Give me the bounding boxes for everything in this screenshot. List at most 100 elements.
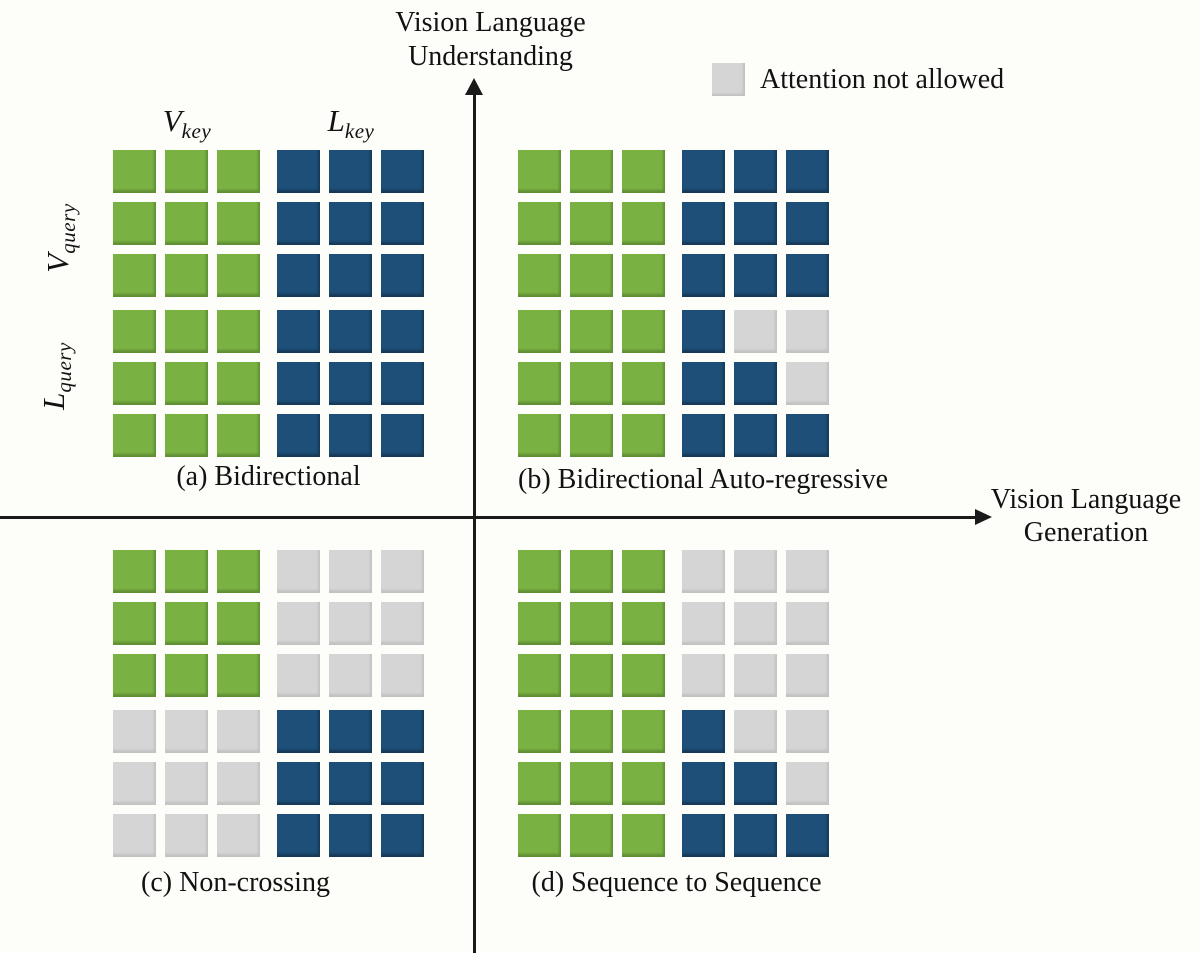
attention-cell-language bbox=[277, 710, 320, 753]
attention-cell-language bbox=[786, 150, 829, 193]
attention-cell-vision bbox=[217, 202, 260, 245]
attention-cell-vision bbox=[113, 550, 156, 593]
attention-cell-vision bbox=[622, 150, 665, 193]
grid-row bbox=[113, 814, 424, 857]
attention-cell-blocked bbox=[682, 550, 725, 593]
attention-cell-blocked bbox=[113, 762, 156, 805]
attention-cell-language bbox=[682, 414, 725, 457]
grid-row bbox=[518, 814, 829, 857]
attention-cell-blocked bbox=[277, 602, 320, 645]
grid-row bbox=[518, 362, 829, 405]
attention-cell-vision bbox=[570, 762, 613, 805]
attention-cell-blocked bbox=[113, 814, 156, 857]
horizontal-axis-label: Vision Language Generation bbox=[986, 483, 1186, 549]
grid-row bbox=[518, 310, 829, 353]
attention-cell-blocked bbox=[786, 602, 829, 645]
l-query-label: Lquery bbox=[36, 342, 76, 410]
attention-cell-vision bbox=[622, 654, 665, 697]
attention-cell-blocked bbox=[165, 762, 208, 805]
attention-cell-blocked bbox=[329, 654, 372, 697]
attention-cell-vision bbox=[165, 602, 208, 645]
attention-grid-non-crossing bbox=[113, 550, 424, 857]
l-query-base: L bbox=[36, 392, 71, 410]
attention-cell-blocked bbox=[277, 550, 320, 593]
attention-cell-blocked bbox=[786, 310, 829, 353]
attention-cell-vision bbox=[165, 150, 208, 193]
v-query-base: V bbox=[40, 253, 75, 273]
attention-cell-language bbox=[682, 762, 725, 805]
attention-cell-blocked bbox=[786, 654, 829, 697]
attention-cell-vision bbox=[518, 150, 561, 193]
attention-cell-vision bbox=[570, 414, 613, 457]
v-query-label: Vquery bbox=[40, 203, 80, 273]
grid-row bbox=[113, 310, 424, 353]
horizontal-axis-label-line2: Generation bbox=[1023, 517, 1149, 548]
attention-cell-vision bbox=[518, 254, 561, 297]
legend-label: Attention not allowed bbox=[760, 63, 1005, 95]
attention-cell-language bbox=[381, 254, 424, 297]
attention-cell-language bbox=[329, 414, 372, 457]
attention-cell-vision bbox=[518, 414, 561, 457]
attention-cell-language bbox=[329, 710, 372, 753]
attention-cell-language bbox=[277, 150, 320, 193]
attention-cell-language bbox=[329, 202, 372, 245]
attention-cell-blocked bbox=[381, 550, 424, 593]
attention-cell-vision bbox=[165, 310, 208, 353]
attention-cell-language bbox=[682, 310, 725, 353]
attention-cell-blocked bbox=[786, 710, 829, 753]
attention-cell-vision bbox=[570, 710, 613, 753]
attention-cell-vision bbox=[622, 202, 665, 245]
attention-cell-language bbox=[381, 710, 424, 753]
attention-cell-language bbox=[682, 150, 725, 193]
grid-row bbox=[113, 202, 424, 245]
attention-cell-language bbox=[277, 202, 320, 245]
attention-cell-vision bbox=[165, 654, 208, 697]
attention-cell-vision bbox=[622, 762, 665, 805]
attention-cell-blocked bbox=[786, 762, 829, 805]
attention-cell-language bbox=[682, 362, 725, 405]
attention-cell-language bbox=[277, 254, 320, 297]
attention-cell-vision bbox=[518, 310, 561, 353]
l-key-base: L bbox=[327, 103, 345, 138]
attention-cell-vision bbox=[570, 202, 613, 245]
attention-cell-language bbox=[734, 150, 777, 193]
attention-cell-blocked bbox=[113, 710, 156, 753]
attention-cell-language bbox=[786, 814, 829, 857]
caption-a: (a) Bidirectional bbox=[176, 461, 361, 492]
l-key-sub: key bbox=[344, 119, 375, 144]
attention-cell-vision bbox=[570, 814, 613, 857]
grid-row bbox=[113, 654, 424, 697]
l-query-sub: query bbox=[52, 342, 77, 393]
legend: Attention not allowed bbox=[712, 63, 1004, 96]
attention-cell-blocked bbox=[165, 710, 208, 753]
v-key-base: V bbox=[162, 103, 182, 138]
attention-cell-language bbox=[734, 414, 777, 457]
attention-cell-vision bbox=[113, 150, 156, 193]
not-allowed-swatch-icon bbox=[712, 63, 745, 96]
grid-row bbox=[113, 254, 424, 297]
attention-cell-vision bbox=[113, 310, 156, 353]
attention-cell-vision bbox=[113, 254, 156, 297]
attention-cell-vision bbox=[217, 310, 260, 353]
grid-row bbox=[113, 414, 424, 457]
v-query-sub: query bbox=[56, 203, 81, 254]
attention-cell-vision bbox=[518, 362, 561, 405]
attention-cell-blocked bbox=[734, 550, 777, 593]
grid-row bbox=[113, 150, 424, 193]
attention-cell-language bbox=[682, 710, 725, 753]
attention-cell-vision bbox=[622, 310, 665, 353]
attention-cell-language bbox=[381, 150, 424, 193]
attention-cell-language bbox=[277, 814, 320, 857]
attention-cell-blocked bbox=[165, 814, 208, 857]
attention-cell-blocked bbox=[381, 602, 424, 645]
attention-cell-vision bbox=[570, 254, 613, 297]
attention-cell-language bbox=[329, 362, 372, 405]
attention-cell-vision bbox=[570, 310, 613, 353]
attention-grid-bidirectional-autoregressive bbox=[518, 150, 829, 457]
grid-row bbox=[518, 762, 829, 805]
attention-cell-vision bbox=[570, 654, 613, 697]
attention-cell-vision bbox=[217, 602, 260, 645]
vertical-axis-label-line1: Vision Language bbox=[395, 7, 586, 38]
attention-cell-vision bbox=[165, 550, 208, 593]
